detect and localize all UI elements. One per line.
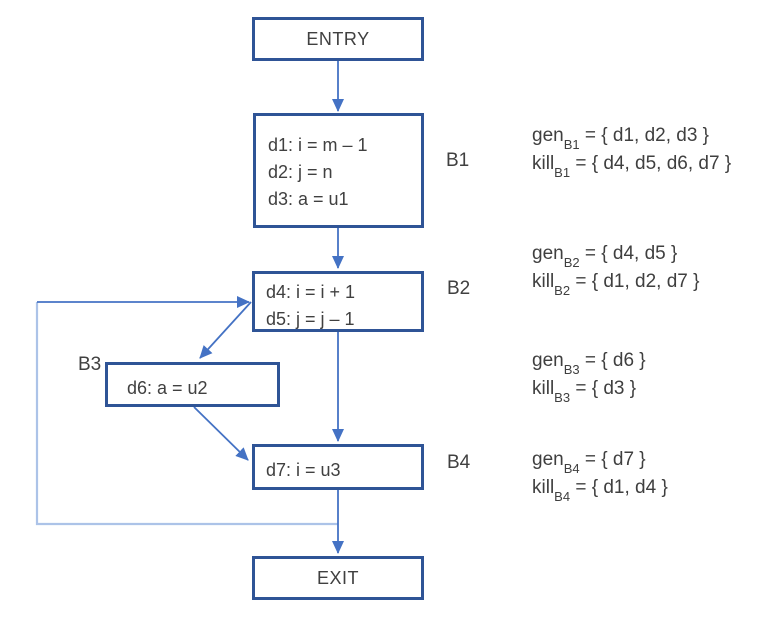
node-b3: d6: a = u2 <box>105 362 280 407</box>
b1-stmt-d1: d1: i = m – 1 <box>268 135 368 155</box>
label-b1: B1 <box>446 150 470 171</box>
gen-set-b2: genB2 = { d4, d5 } <box>532 243 678 270</box>
genkill-annotation-b1: genB1 = { d1, d2, d3 } killB1 = { d4, d5… <box>532 122 732 180</box>
b3-stmt-d6: d6: a = u2 <box>127 378 208 398</box>
gen-set-b1: genB1 = { d1, d2, d3 } <box>532 125 710 152</box>
label-b3: B3 <box>78 354 102 375</box>
gen-set-b3: genB3 = { d6 } <box>532 350 646 377</box>
node-exit-label: EXIT <box>316 567 359 588</box>
b2-stmt-d5: d5: j = j – 1 <box>266 309 355 329</box>
kill-set-b3: killB3 = { d3 } <box>532 378 637 405</box>
kill-set-b1: killB1 = { d4, d5, d6, d7 } <box>532 153 732 180</box>
label-b2: B2 <box>447 278 471 299</box>
gen-set-b4: genB4 = { d7 } <box>532 449 646 476</box>
b4-stmt-d7: d7: i = u3 <box>266 460 341 480</box>
genkill-annotation-b2: genB2 = { d4, d5 } killB2 = { d1, d2, d7… <box>532 240 700 298</box>
node-entry-label: ENTRY <box>306 28 370 49</box>
node-b4: d7: i = u3 <box>252 444 424 490</box>
genkill-annotation-b3: genB3 = { d6 } killB3 = { d3 } <box>532 347 646 405</box>
node-b2: d4: i = i + 1 d5: j = j – 1 <box>252 271 424 332</box>
node-exit: EXIT <box>252 556 424 600</box>
edge-b3-to-b4 <box>193 406 249 461</box>
label-b4: B4 <box>447 452 471 473</box>
kill-set-b2: killB2 = { d1, d2, d7 } <box>532 271 700 298</box>
b2-stmt-d4: d4: i = i + 1 <box>266 282 356 302</box>
b1-stmt-d3: d3: a = u1 <box>268 189 349 209</box>
b1-stmt-d2: d2: j = n <box>268 162 333 182</box>
kill-set-b4: killB4 = { d1, d4 } <box>532 477 668 504</box>
edge-b2-to-b3 <box>199 301 252 359</box>
node-b1: d1: i = m – 1 d2: j = n d3: a = u1 <box>253 113 424 228</box>
edge-b4-to-b2-loop <box>35 302 338 526</box>
genkill-annotation-b4: genB4 = { d7 } killB4 = { d1, d4 } <box>532 446 668 504</box>
node-entry: ENTRY <box>252 17 424 61</box>
